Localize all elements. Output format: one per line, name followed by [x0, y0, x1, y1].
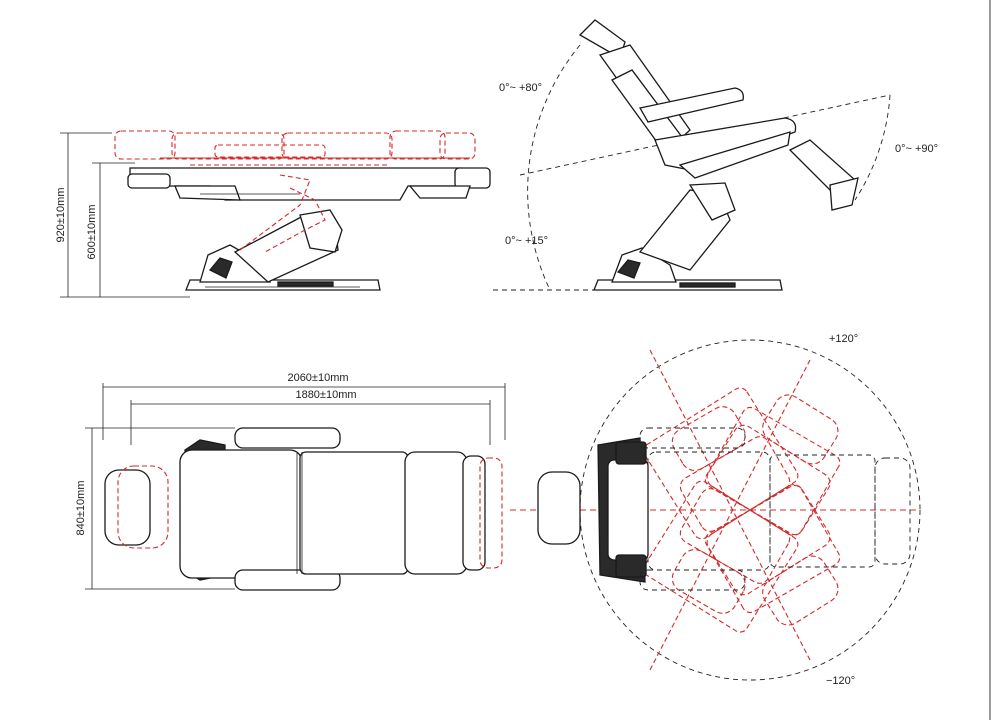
height-min-label: 600±10mm [86, 205, 98, 260]
rotate-positive-label: +120° [829, 333, 858, 345]
chair-home-position [537, 427, 911, 591]
rotated-positions-outline [643, 349, 841, 671]
page-edge-line [989, 0, 991, 720]
rotation-view: +120° −120° [510, 333, 921, 687]
back-angle-label: 0°~ +80° [499, 82, 542, 94]
overall-length-label: 2060±10mm [287, 372, 348, 384]
top-view: 2060±10mm 1880±10mm 840±10mm [75, 372, 506, 591]
width-label: 840±10mm [75, 481, 87, 536]
rotate-negative-label: −120° [826, 675, 855, 687]
chair-body-flat [127, 167, 491, 201]
height-dimension-max: 920±10mm [55, 132, 190, 298]
width-dimension: 840±10mm [75, 427, 235, 590]
tilted-chair [578, 19, 859, 291]
tilt-view: 0°~ +80° 0°~ +90° 0°~ +15° [493, 19, 938, 291]
height-dimension-min: 600±10mm [86, 162, 135, 297]
height-max-label: 920±10mm [55, 188, 67, 243]
chair-base [185, 244, 381, 291]
seat-angle-label: 0°~ +15° [505, 235, 548, 247]
chair-column [233, 209, 343, 283]
body-length-label: 1880±10mm [295, 389, 356, 401]
body-length-dimension: 1880±10mm [130, 389, 491, 445]
overall-length-dimension: 2060±10mm [102, 372, 506, 440]
side-view: 920±10mm 600±10mm [55, 130, 491, 298]
leg-angle-label: 0°~ +90° [895, 143, 938, 155]
chair-body-raised-outline [114, 130, 476, 253]
chair-top-outline [104, 427, 503, 591]
